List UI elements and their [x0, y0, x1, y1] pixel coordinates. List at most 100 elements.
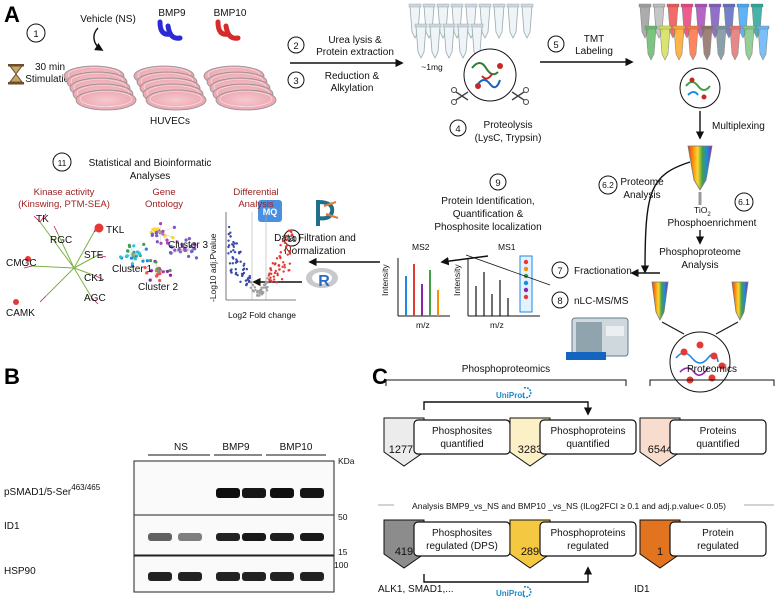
volcano-point	[272, 275, 276, 278]
marker-50: 50	[338, 512, 348, 522]
analysis-criteria: Analysis BMP9_vs_NS and BMP10 _vs_NS (IL…	[412, 501, 726, 511]
volcano-point	[268, 272, 271, 275]
vehicle-label: Vehicle (NS)	[80, 14, 136, 25]
go-node	[184, 238, 188, 242]
go-node	[192, 246, 196, 250]
go-node	[194, 256, 199, 260]
go-node	[173, 248, 177, 252]
uniprot-bottom-text: UniProt	[496, 589, 525, 598]
go-cluster-2-label: Cluster 2	[138, 282, 178, 293]
volcano-point	[236, 273, 239, 277]
protein-amount: ~1mg	[421, 62, 443, 72]
tmt-tube	[672, 25, 686, 61]
band-hsp90-lane-1	[148, 572, 172, 581]
bmp9-label: BMP9	[158, 8, 186, 19]
band-psmad-lane-4	[242, 488, 266, 498]
volcano-point	[264, 286, 267, 289]
regulated-note-1: ALK1, SMAD1,...	[378, 584, 454, 595]
go-node	[144, 247, 148, 251]
go-node	[168, 273, 173, 277]
volcano-point	[277, 264, 281, 267]
volcano-point	[279, 243, 282, 247]
volcano-point	[227, 225, 231, 229]
go-node	[154, 260, 158, 264]
petri-dish	[75, 89, 137, 111]
tmt-tube	[742, 25, 756, 61]
regulated-label-box-2	[539, 521, 637, 557]
volcano-point	[227, 232, 230, 236]
step-5-line1: TMT	[584, 34, 605, 45]
ms1-to-ms2-arrow	[440, 255, 489, 266]
volcano-point	[266, 281, 269, 284]
volcano-point	[232, 249, 235, 252]
step-3-line1: Reduction &	[325, 71, 380, 82]
step-3-marker	[287, 71, 305, 89]
regulated-count-1: 419	[395, 546, 413, 558]
quantified-count-1: 12779	[389, 444, 420, 456]
volcano-point	[230, 270, 233, 274]
proteomics-bracket	[649, 379, 775, 386]
volcano-plot	[225, 212, 296, 301]
volcano-point	[244, 279, 248, 282]
step-10-marker	[283, 229, 301, 247]
step-5-marker	[547, 35, 565, 53]
tio2-subscript: 2	[707, 212, 711, 218]
volcano-point	[266, 277, 269, 280]
step-9-line2: Quantification &	[453, 209, 524, 220]
go-node	[175, 240, 179, 244]
volcano-point	[282, 261, 285, 264]
go-node	[169, 244, 173, 249]
volcano-ylabel: -Log10 adj.Pvalue	[208, 233, 218, 302]
proteome-arrow	[640, 161, 691, 274]
tio2-main: TiO	[694, 205, 708, 215]
go-node	[138, 252, 142, 256]
volcano-point	[253, 286, 257, 289]
volcano-point	[267, 274, 270, 277]
volcano-point	[288, 262, 292, 265]
volcano-point	[256, 294, 259, 297]
volcano-point	[272, 278, 276, 281]
go-node	[130, 262, 135, 266]
phosphopeptides-circle	[669, 331, 731, 393]
volcano-point	[233, 242, 236, 245]
regulated-note-3: ID1	[634, 584, 650, 595]
step-1-number: 1	[33, 29, 38, 40]
step-6-2-number: 6.2	[602, 180, 614, 190]
diff-title-line2: Analysis	[238, 199, 274, 210]
go-node	[161, 229, 165, 233]
volcano-point	[269, 279, 273, 282]
volcano-point	[239, 280, 242, 284]
go-node	[163, 234, 167, 238]
group-bmp9-label: BMP9	[222, 442, 250, 453]
kinome-tree	[13, 213, 107, 305]
ms1-spectrum	[467, 255, 540, 317]
quantified-label-box-3	[669, 419, 767, 455]
huvec-label: HUVECs	[150, 116, 190, 127]
ms2-spectrum	[397, 258, 450, 317]
go-node	[172, 225, 176, 229]
step-4-line1: Proteolysis	[484, 120, 533, 131]
step-4-line2: (LysC, Trypsin)	[475, 133, 542, 144]
regulated-count-3: 1	[657, 546, 663, 558]
mass-spectrometer-icon	[566, 317, 629, 360]
go-node	[187, 237, 191, 241]
panel-c-label: C	[372, 364, 388, 389]
kinase-group-ck1: CK1	[84, 273, 104, 284]
go-cluster-network	[118, 222, 199, 283]
quantified-label-line1-2: Phosphoproteins	[550, 426, 625, 437]
volcano-point	[269, 267, 272, 270]
ms1-ylabel: Intensity	[452, 264, 462, 296]
volcano-point	[234, 261, 238, 264]
quantified-label-line2-3: quantified	[696, 439, 739, 450]
uniprot-bottom-arrow	[423, 566, 593, 583]
quantified-label-line1-1: Phosphosites	[432, 426, 492, 437]
kinase-title-line1: Kinase activity	[34, 187, 95, 198]
microtube	[520, 3, 534, 39]
regulated-label-box-3	[669, 521, 767, 557]
go-node	[165, 238, 169, 242]
go-node	[135, 250, 139, 254]
maxquant-icon: MQ	[258, 200, 282, 222]
